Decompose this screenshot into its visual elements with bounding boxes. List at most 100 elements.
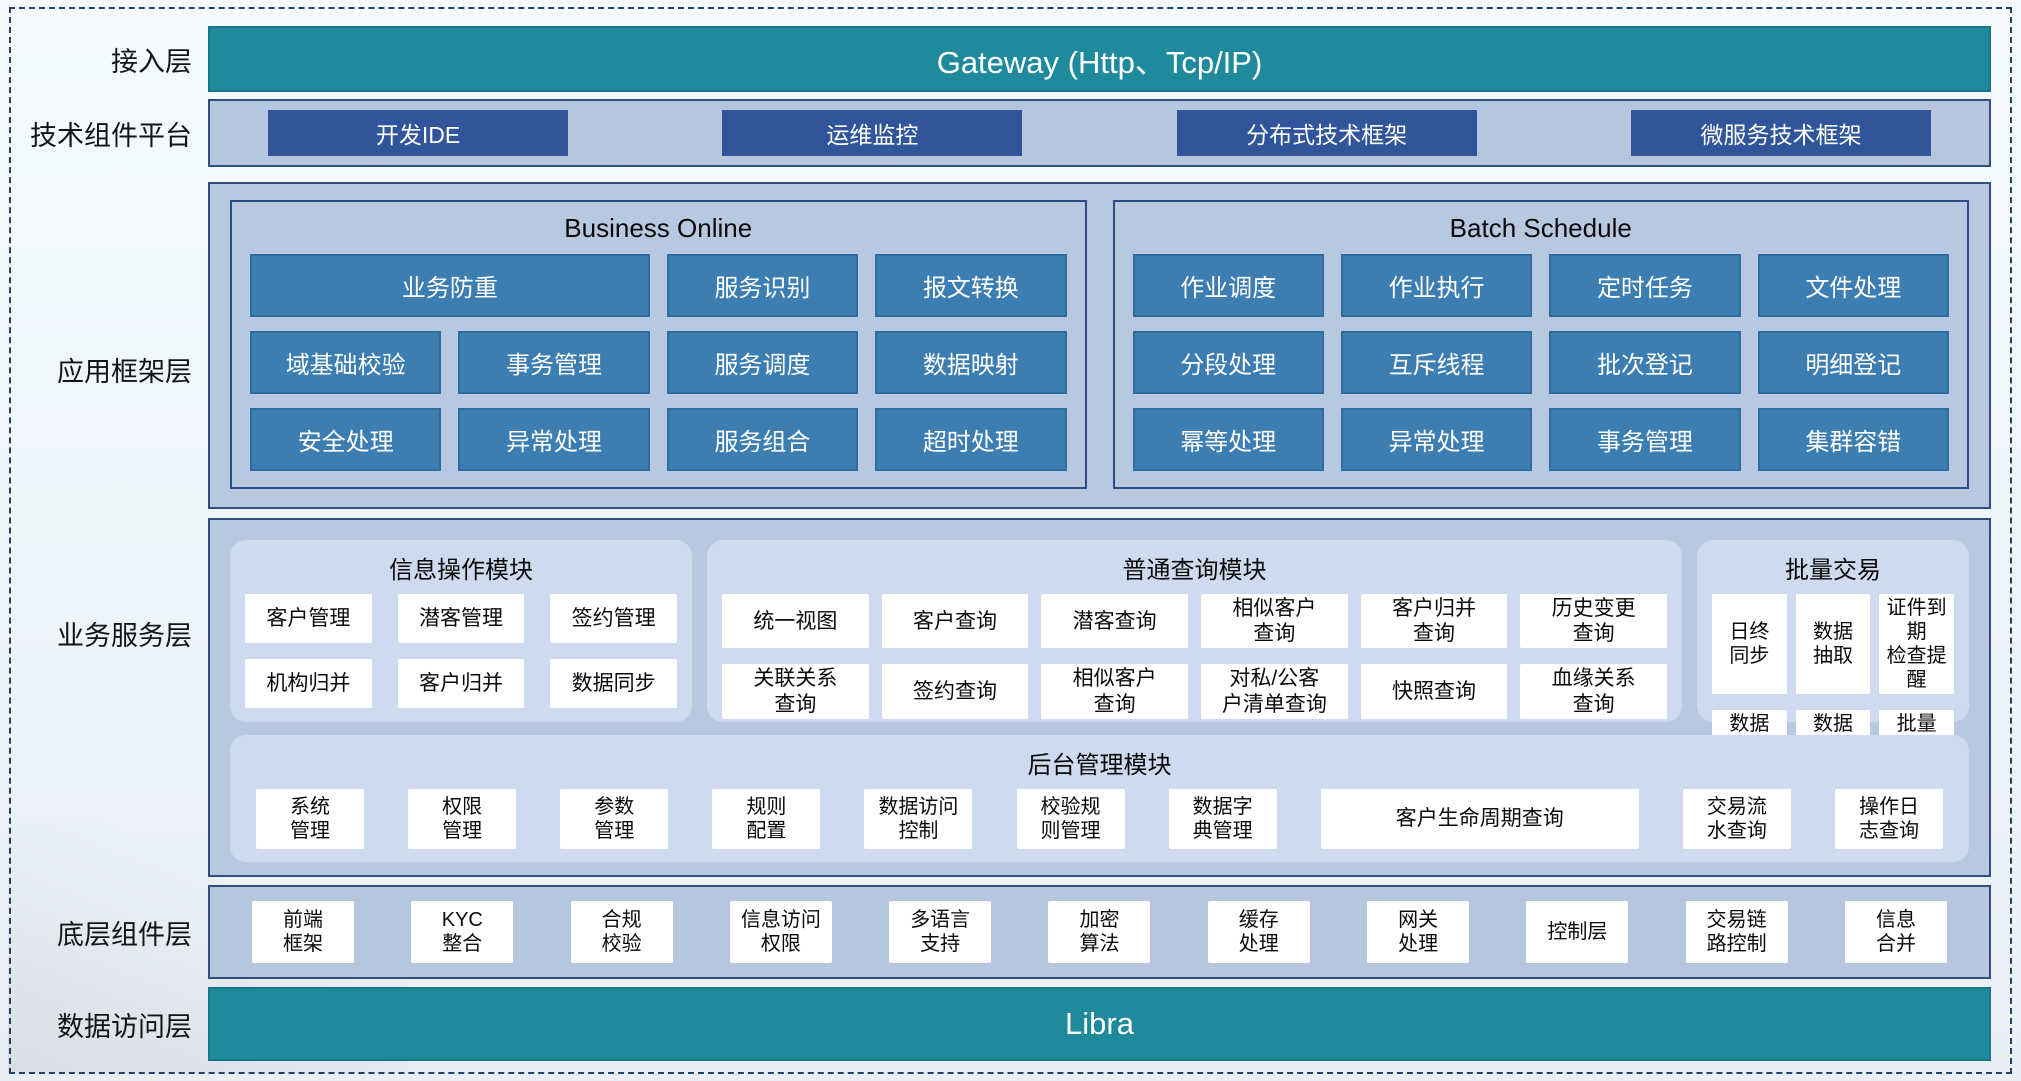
batch-trade-panel: 批量交易 日终 同步 数据 抽取 证件到期 检查提醒 数据 转换 数据 装载 批… [1697,540,1969,762]
info-ops-module-title: 信息操作模块 [389,557,533,584]
component-box: 网关 处理 [1367,901,1470,963]
service-box: 对私/公客 户清单查询 [1201,664,1348,719]
service-box: 统一视图 [722,594,869,649]
service-box: 数据同步 [550,658,677,708]
layer-label-data-access: 数据访问层 [57,1011,192,1042]
row-gap [16,92,1991,99]
business-service-row: 业务服务层 信息操作模块 客户管理 潜客管理 签约管理 机构归并 客户归并 [16,518,1991,877]
service-box: 证件到期 检查提醒 [1879,594,1954,694]
service-box: 日终 同步 [1712,594,1787,694]
row-gap [16,509,1991,518]
layer-label-tech-platform: 技术组件平台 [30,120,192,151]
info-ops-grid: 客户管理 潜客管理 签约管理 机构归并 客户归并 数据同步 [245,594,677,708]
module-box: 异常处理 [1340,408,1533,471]
app-framework-row: 应用框架层 Business Online 业务防重 服务识别 报文转换 域基础… [16,182,1991,509]
module-box: 域基础校验 [250,331,442,394]
layer-label-app-framework: 应用框架层 [57,357,192,387]
service-box: 系统 管理 [256,788,364,849]
service-box: 潜客管理 [397,594,525,643]
module-box: 数据映射 [875,331,1067,394]
component-box: 交易链 路控制 [1685,901,1788,963]
gateway-bar: Gateway (Http、Tcp/IP) [208,26,1991,92]
module-box: 安全处理 [250,408,442,471]
service-box: 客户归并 [397,658,525,708]
admin-module-grid: 系统 管理 权限 管理 参数 管理 规则 配置 数据访问 控制 校验规 则管理 … [256,788,1943,849]
business-online-title: Business Online [564,213,753,243]
query-grid: 统一视图 客户查询 潜客查询 相似客户 查询 客户归并 查询 历史变更 查询 关… [722,594,1667,719]
component-box: 信息 合并 [1844,901,1947,963]
business-service-top: 信息操作模块 客户管理 潜客管理 签约管理 机构归并 客户归并 数据同步 [230,540,1969,762]
service-box: 校验规 则管理 [1016,788,1125,849]
component-box: KYC 整合 [411,901,514,963]
row-gap [16,979,1991,987]
tech-platform-panel: 开发IDE 运维监控 分布式技术框架 微服务技术框架 [208,99,1991,167]
access-layer-row: 接入层 Gateway (Http、Tcp/IP) [16,26,1991,92]
data-access-row: 数据访问层 Libra [16,987,1991,1061]
layer-label-access: 接入层 [111,46,192,77]
service-box: 历史变更 查询 [1520,594,1667,649]
module-box: 作业执行 [1340,254,1533,317]
service-box: 交易流 水查询 [1682,788,1791,849]
service-box: 机构归并 [245,658,372,708]
data-access-content: Libra [208,987,1991,1061]
module-box: 服务调度 [666,331,859,394]
module-box: 事务管理 [458,331,650,394]
admin-module-panel: 后台管理模块 系统 管理 权限 管理 参数 管理 规则 配置 数据访问 控制 校… [230,734,1969,862]
business-online-grid: 业务防重 服务识别 报文转换 域基础校验 事务管理 服务调度 数据映射 安全处理… [250,254,1067,471]
tech-item-ops-monitor: 运维监控 [722,110,1023,156]
module-box: 明细登记 [1757,331,1949,394]
component-box: 信息访问 权限 [729,901,832,963]
layer-stack: 接入层 Gateway (Http、Tcp/IP) 技术组件平台 开发IDE 运… [16,26,1991,1063]
service-box: 相似客户 查询 [1041,664,1188,719]
base-components-panel: 前端 框架 KYC 整合 合规 校验 信息访问 权限 多语言 支持 加密 算法 … [208,885,1991,979]
module-box: 定时任务 [1549,254,1741,317]
service-box: 规则 配置 [712,788,821,849]
layer-label-business-service: 业务服务层 [57,621,192,651]
service-box: 签约查询 [881,664,1029,719]
app-framework-panel: Business Online 业务防重 服务识别 报文转换 域基础校验 事务管… [208,182,1991,509]
module-box: 事务管理 [1549,408,1741,471]
base-components-content: 前端 框架 KYC 整合 合规 校验 信息访问 权限 多语言 支持 加密 算法 … [208,885,1991,979]
service-box: 客户查询 [881,594,1029,649]
service-box: 签约管理 [550,594,677,643]
module-box: 批次登记 [1549,331,1741,394]
tech-item-distributed-framework: 分布式技术框架 [1176,110,1477,156]
info-ops-module-panel: 信息操作模块 客户管理 潜客管理 签约管理 机构归并 客户归并 数据同步 [230,540,692,722]
batch-schedule-panel: Batch Schedule 作业调度 作业执行 定时任务 文件处理 分段处理 … [1112,200,1969,489]
service-box: 客户管理 [245,594,372,643]
query-module-title: 普通查询模块 [1122,557,1267,584]
service-box: 客户归并 查询 [1360,594,1508,649]
service-box: 快照查询 [1360,664,1508,719]
admin-module-title: 后台管理模块 [1027,751,1172,779]
module-box: 分段处理 [1132,331,1324,394]
component-box: 合规 校验 [570,901,673,963]
module-box: 作业调度 [1132,254,1324,317]
service-box: 血缘关系 查询 [1520,664,1667,719]
component-box: 缓存 处理 [1207,901,1310,963]
module-box: 报文转换 [875,254,1067,317]
batch-schedule-title: Batch Schedule [1449,213,1632,243]
business-service-panel: 信息操作模块 客户管理 潜客管理 签约管理 机构归并 客户归并 数据同步 [208,518,1991,877]
service-box: 相似客户 查询 [1201,594,1348,649]
component-box: 多语言 支持 [889,901,992,963]
module-box: 超时处理 [875,408,1067,471]
access-layer-content: Gateway (Http、Tcp/IP) [208,26,1991,92]
tech-item-microservice-framework: 微服务技术框架 [1630,110,1931,156]
base-components-row: 底层组件层 前端 框架 KYC 整合 合规 校验 信息访问 权限 多语言 支持 … [16,885,1991,979]
app-framework-content: Business Online 业务防重 服务识别 报文转换 域基础校验 事务管… [208,182,1991,509]
service-box: 参数 管理 [560,788,669,849]
libra-bar: Libra [208,987,1991,1061]
query-module-panel: 普通查询模块 统一视图 客户查询 潜客查询 相似客户 查询 客户归并 查询 历史… [707,540,1682,722]
service-box: 数据访问 控制 [864,788,973,849]
service-box: 潜客查询 [1041,594,1188,649]
service-box: 关联关系 查询 [722,664,869,719]
module-box: 服务识别 [666,254,859,317]
module-box: 文件处理 [1757,254,1949,317]
module-box: 业务防重 [250,254,650,317]
service-box: 权限 管理 [408,788,517,849]
module-box: 异常处理 [458,408,650,471]
tech-platform-content: 开发IDE 运维监控 分布式技术框架 微服务技术框架 [208,99,1991,167]
service-box: 操作日 志查询 [1834,788,1943,849]
business-online-panel: Business Online 业务防重 服务识别 报文转换 域基础校验 事务管… [230,200,1087,489]
